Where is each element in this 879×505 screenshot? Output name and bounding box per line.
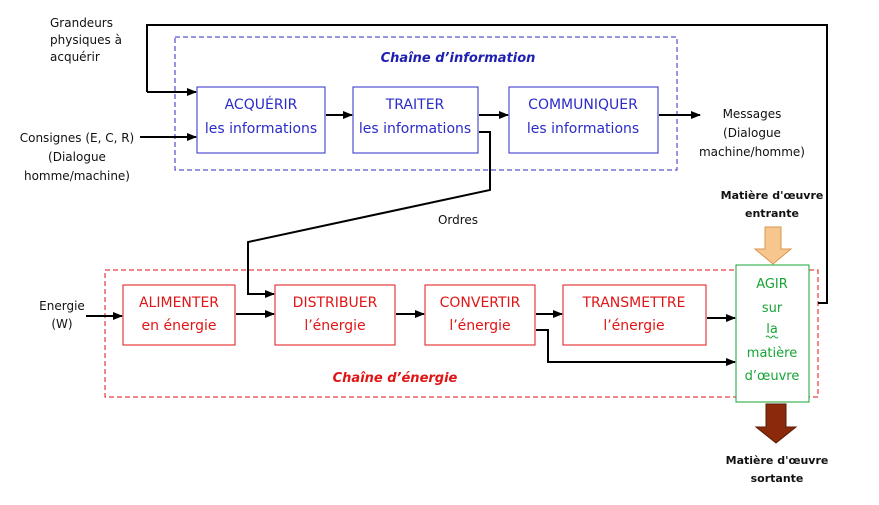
block-alimenter-line1: ALIMENTER	[139, 295, 219, 311]
messages-label-2: (Dialogue	[723, 126, 781, 140]
information-chain-frame	[174, 36, 678, 171]
block-traiter	[352, 86, 479, 154]
messages-label-1: Messages	[723, 107, 782, 121]
block-transmettre-line2: l’énergie	[603, 318, 664, 334]
consignes-label-3: homme/machine)	[24, 169, 130, 183]
agir-line5: d’œuvre	[745, 369, 800, 384]
matiere-sortante-label-1: Matière d'œuvre	[726, 454, 829, 467]
block-traiter-line1: TRAITER	[385, 97, 445, 113]
grandeurs-label-3: acquérir	[50, 50, 100, 64]
arrow-ordres-to-distribuer	[247, 131, 491, 298]
block-acquerir-line2: les informations	[205, 121, 317, 137]
energy-chain-title: Chaîne d’énergie	[333, 371, 458, 386]
energie-label-1: Energie	[39, 299, 85, 313]
ordres-label: Ordres	[438, 213, 478, 227]
block-communiquer-line1: COMMUNIQUER	[528, 97, 638, 113]
agir-line2: sur	[762, 301, 783, 316]
energy-chain-frame	[104, 269, 819, 398]
agir-squiggle	[765, 335, 779, 339]
matiere-entrante-arrow	[753, 226, 793, 265]
consignes-label-2: (Dialogue	[48, 150, 106, 164]
block-alimenter-line2: en énergie	[142, 318, 217, 334]
grandeurs-label-2: physiques à	[50, 33, 122, 47]
block-convertir	[424, 284, 536, 346]
consignes-label-1: Consignes (E, C, R)	[20, 131, 135, 145]
block-distribuer-line1: DISTRIBUER	[293, 295, 378, 311]
agir-line1: AGIR	[756, 277, 788, 292]
arrow-convertir-to-agir	[536, 329, 736, 366]
block-alimenter	[122, 284, 236, 346]
block-communiquer-line2: les informations	[527, 121, 639, 137]
energie-label-2: (W)	[51, 317, 72, 331]
block-acquerir-line1: ACQUÉRIR	[225, 96, 298, 113]
matiere-sortante-label-2: sortante	[751, 472, 804, 485]
agir-line4: matière	[747, 346, 797, 361]
block-convertir-line1: CONVERTIR	[440, 295, 521, 311]
connectors	[86, 24, 828, 366]
block-transmettre	[562, 284, 707, 346]
matiere-entrante-label-2: entrante	[745, 207, 799, 220]
matiere-entrante-label-1: Matière d'œuvre	[721, 189, 824, 202]
grandeurs-label-1: Grandeurs	[50, 16, 113, 30]
block-distribuer	[274, 284, 396, 346]
information-chain-title: Chaîne d’information	[381, 51, 536, 66]
messages-label-3: machine/homme)	[699, 145, 805, 159]
block-distribuer-line2: l’énergie	[304, 318, 365, 334]
block-transmettre-line1: TRANSMETTRE	[581, 295, 685, 311]
block-convertir-line2: l’énergie	[449, 318, 510, 334]
arrow-grandeurs-to-acquerir	[146, 24, 828, 304]
block-traiter-line2: les informations	[359, 121, 471, 137]
agir-line3: la	[766, 322, 778, 337]
matiere-sortante-arrow	[754, 403, 798, 444]
block-acquerir	[196, 86, 326, 154]
block-communiquer	[508, 86, 659, 154]
block-agir	[735, 264, 810, 403]
